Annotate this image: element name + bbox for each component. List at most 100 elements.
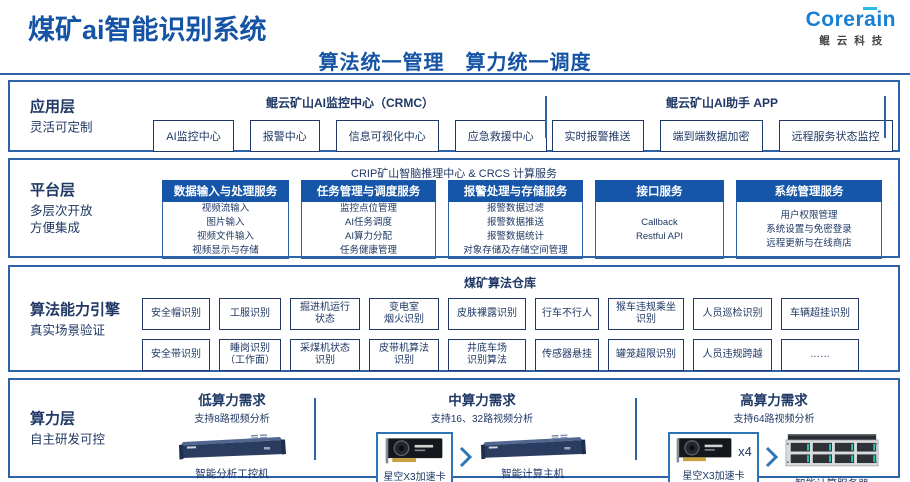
hardware-row: 智能分析工控机 xyxy=(148,432,316,481)
compute-tier-subtitle: 支持64路视频分析 xyxy=(733,414,815,425)
service-item: 报警数据推送 xyxy=(486,217,544,229)
platform-layer: 平台层 多层次开放 方便集成 CRIP矿山智脑推理中心 & CRCS 计算服务 … xyxy=(8,158,900,259)
service-item: 监控点位管理 xyxy=(339,203,397,215)
section-divider xyxy=(884,96,886,138)
service-card: 接口服务 Callback Restful API xyxy=(595,180,724,259)
layer-name: 平台层 xyxy=(30,182,76,200)
algorithm-box: 采煤机状态 识别 xyxy=(290,339,360,371)
app-section: 鲲云矿山AI助手 APP 实时报警推送 端到端数据加密 远程服务状态监控 xyxy=(551,94,893,152)
service-item: 视频文件输入 xyxy=(196,231,254,242)
section-divider xyxy=(314,398,316,460)
hardware-row: x4 星空X3加速卡 xyxy=(643,432,905,482)
logo-company: 鲲云科技 xyxy=(819,35,890,47)
device-caption: 智能分析工控机 xyxy=(195,468,269,480)
compute-tier-title: 中算力需求 xyxy=(448,393,516,408)
service-item: 远程更新与在线商店 xyxy=(766,237,852,249)
app-buttons: 实时报警推送 端到端数据加密 远程服务状态监控 xyxy=(551,120,893,152)
accelerator-card xyxy=(383,437,445,466)
algorithm-box: 皮肤裸露识别 xyxy=(448,298,526,330)
layer-tagline: 自主研发可控 xyxy=(30,432,106,447)
layer-name: 算力层 xyxy=(30,410,76,428)
layer-name: 算法能力引擎 xyxy=(30,301,121,319)
service-item: 系统设置与免密登录 xyxy=(766,224,852,236)
layer-name: 应用层 xyxy=(30,98,76,116)
capability-box: AI监控中心 xyxy=(153,120,234,152)
service-card-body: 用户权限管理 系统设置与免密登录 远程更新与在线商店 xyxy=(736,202,882,259)
hardware-row: 星空X3加速卡 xyxy=(332,432,632,482)
algorithm-box: 井底车场 识别算法 xyxy=(448,339,526,371)
service-item: Restful API xyxy=(636,231,683,242)
service-cards: 数据输入与处理服务 视频流输入 图片输入 视频文件输入 视频显示与存储 任务管理… xyxy=(162,180,882,259)
algorithm-caption: 煤矿算法仓库 xyxy=(463,276,536,290)
capability-box: 端到端数据加密 xyxy=(659,120,763,152)
service-item: 用户权限管理 xyxy=(780,210,838,222)
accelerator-card-illustration xyxy=(676,438,732,463)
algorithm-box: 人员巡检识别 xyxy=(693,298,772,330)
capability-box: 远程服务状态监控 xyxy=(778,120,893,152)
device-caption: 智能计算主机 xyxy=(501,468,565,480)
crmc-buttons: AI监控中心 报警中心 信息可视化中心 应急救援中心 xyxy=(150,120,550,152)
crmc-title: 鲲云矿山AI监控中心（CRMC） xyxy=(266,96,434,110)
chevron-right-icon xyxy=(765,446,778,468)
service-item: AI算力分配 xyxy=(345,231,392,242)
service-item: 报警数据统计 xyxy=(486,231,544,242)
section-divider xyxy=(635,398,637,460)
algorithm-box: 猴车违规乘坐 识别 xyxy=(608,298,684,330)
algorithm-layer-label: 算法能力引擎 真实场景验证 xyxy=(30,298,120,339)
layer-tagline: 多层次开放 方便集成 xyxy=(30,204,93,235)
service-card: 系统管理服务 用户权限管理 系统设置与免密登录 远程更新与在线商店 xyxy=(736,180,882,259)
service-card: 报警处理与存储服务 报警数据过滤 报警数据推送 报警数据统计 对象存储及存储空间… xyxy=(448,180,583,259)
algorithm-box: 掘进机运行 状态 xyxy=(290,298,360,330)
accelerator-card-illustration xyxy=(386,438,443,464)
card-multiplier: x4 xyxy=(738,443,752,459)
platform-layer-label: 平台层 多层次开放 方便集成 xyxy=(30,179,93,237)
compute-layer: 算力层 自主研发可控 低算力需求 支持8路视频分析 xyxy=(8,378,900,482)
high-compute-section: 高算力需求 支持64路视频分析 x4 xyxy=(643,389,905,482)
logo-brand-pre: Corer xyxy=(805,8,865,31)
algorithm-box: 传感器悬挂 xyxy=(535,339,599,371)
service-card-body: 监控点位管理 AI任务调度 AI算力分配 任务健康管理 xyxy=(301,202,436,259)
chevron-right-icon xyxy=(459,446,472,468)
algorithm-box: 罐笼超限识别 xyxy=(608,339,684,371)
compute-tier-title: 高算力需求 xyxy=(740,393,808,408)
device: 智能分析工控机 xyxy=(176,432,288,481)
crmc-section: 鲲云矿山AI监控中心（CRMC） AI监控中心 报警中心 信息可视化中心 应急救… xyxy=(150,94,550,152)
capability-box: 应急救援中心 xyxy=(454,120,547,152)
service-card-body: 报警数据过滤 报警数据推送 报警数据统计 对象存储及存储空间管理 xyxy=(448,202,583,259)
service-item: 图片输入 xyxy=(206,217,245,229)
service-item: AI任务调度 xyxy=(345,217,392,229)
accelerator-card-box: x4 星空X3加速卡 xyxy=(668,432,759,482)
service-item: 报警数据过滤 xyxy=(486,203,544,215)
algorithm-box: 工服识别 xyxy=(219,298,281,330)
page-title: 煤矿ai智能识别系统 xyxy=(28,15,267,45)
compute-tier-subtitle: 支持16、32路视频分析 xyxy=(430,414,534,425)
algorithm-box: 安全带识别 xyxy=(142,339,210,371)
accelerator-card-box: 星空X3加速卡 xyxy=(376,432,453,482)
algorithm-box: 变电室 烟火识别 xyxy=(369,298,439,330)
service-item: 视频流输入 xyxy=(201,203,250,215)
accelerator-caption: 星空X3加速卡 xyxy=(682,471,745,482)
algorithm-box: 车辆超挂识别 xyxy=(781,298,859,330)
service-card-title: 系统管理服务 xyxy=(736,180,882,202)
compute-layer-label: 算力层 自主研发可控 xyxy=(30,408,105,449)
service-item: 任务健康管理 xyxy=(339,244,397,256)
algorithm-box: 安全帽识别 xyxy=(142,298,210,330)
compute-tier-title: 低算力需求 xyxy=(198,393,266,408)
layer-tagline: 灵活可定制 xyxy=(30,120,93,135)
header-divider xyxy=(0,73,910,75)
service-card-body: Callback Restful API xyxy=(595,202,724,259)
section-divider xyxy=(545,96,547,138)
logo-accent-bar: a xyxy=(863,7,878,31)
algorithm-box: 行车不行人 xyxy=(535,298,599,330)
app-title: 鲲云矿山AI助手 APP xyxy=(665,96,778,110)
application-layer-label: 应用层 灵活可定制 xyxy=(30,96,93,137)
logo-brand-post: in xyxy=(876,8,896,31)
service-card-title: 数据输入与处理服务 xyxy=(162,180,289,202)
service-card-title: 报警处理与存储服务 xyxy=(448,180,583,202)
algorithm-layer: 算法能力引擎 真实场景验证 煤矿算法仓库 安全帽识别 工服识别 掘进机运行 状态… xyxy=(8,265,900,372)
algorithm-box: 睡岗识别 （工作面） xyxy=(219,339,281,371)
rack-server-illustration xyxy=(179,434,286,460)
accelerator-caption: 星空X3加速卡 xyxy=(383,472,446,482)
rack-server-illustration xyxy=(480,434,586,460)
